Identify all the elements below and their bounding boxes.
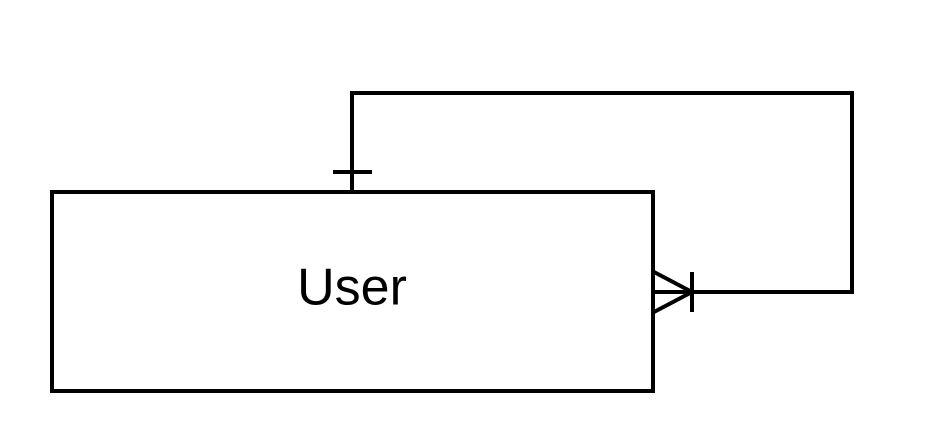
entity-box[interactable] [50, 190, 655, 393]
entity-user[interactable]: User [50, 190, 655, 393]
cardinality-one-or-many-marker [653, 270, 694, 314]
crows-foot-upper-prong [653, 270, 693, 294]
crows-foot-lower-prong [653, 290, 693, 314]
self-relationship-user [333, 91, 854, 314]
entity-label: User [297, 259, 407, 317]
relationship-line [350, 91, 854, 294]
